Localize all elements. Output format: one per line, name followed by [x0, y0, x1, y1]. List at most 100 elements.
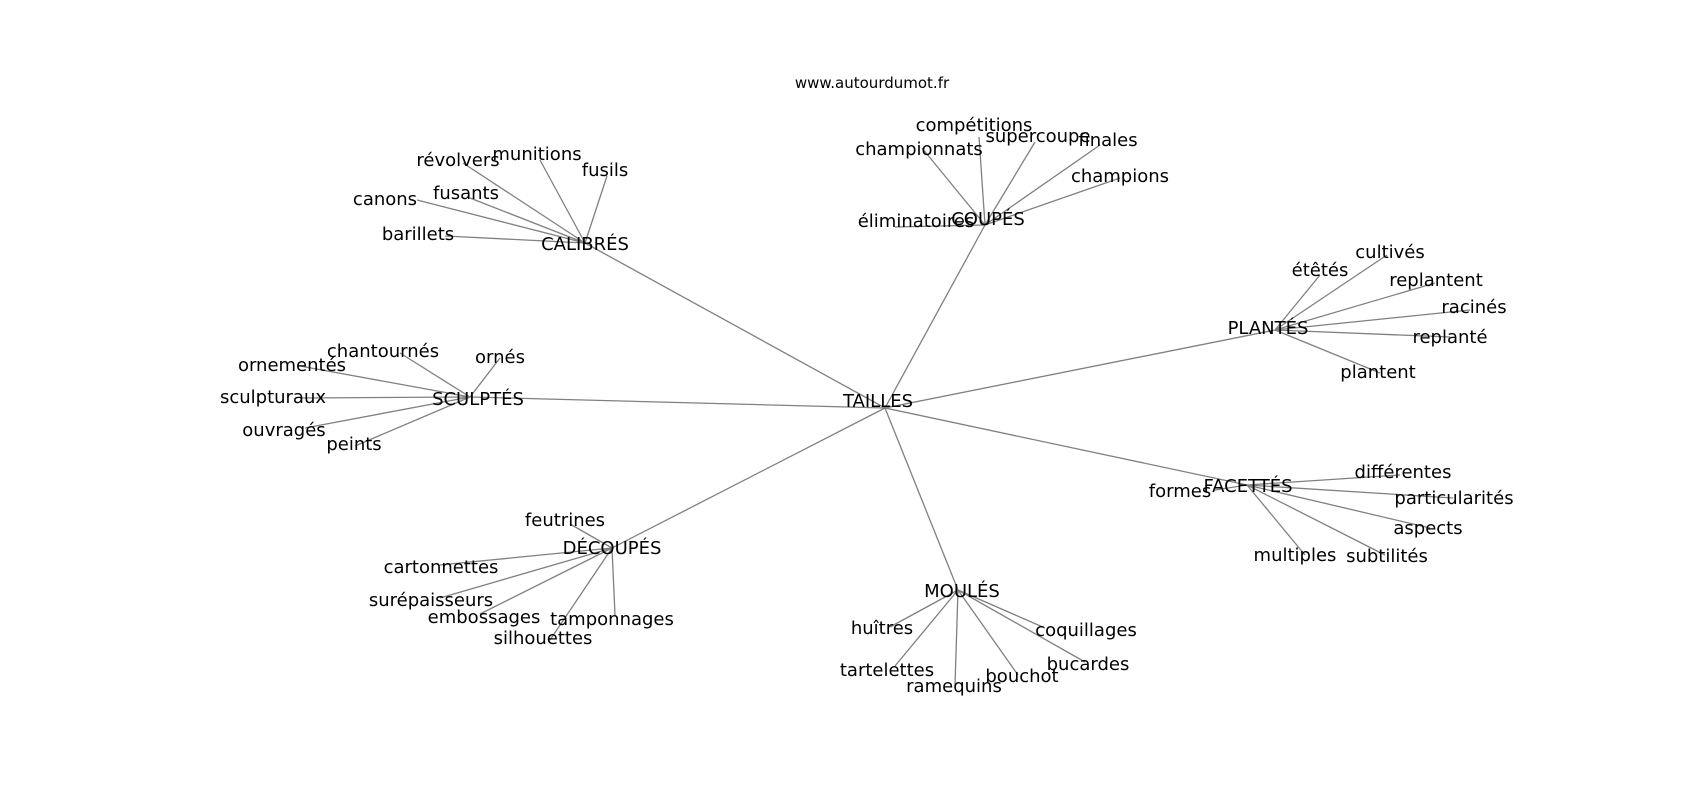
- edge-hub-leaf: [469, 357, 501, 398]
- hub-node-label: DÉCOUPÉS: [563, 537, 662, 559]
- edge-hub-leaf: [611, 547, 616, 616]
- edge-hub-leaf: [584, 175, 608, 244]
- edge-hub-leaf: [1274, 329, 1381, 374]
- edge-hub-leaf: [1274, 309, 1471, 331]
- edge-hub-leaf: [1274, 329, 1451, 338]
- leaf-node-label: ornés: [475, 347, 525, 368]
- hub-node-label: SCULPTÉS: [432, 388, 524, 410]
- leaf-node-label: bouchot: [985, 666, 1058, 687]
- leaf-node-label: munitions: [492, 144, 581, 165]
- edge-hub-leaf: [894, 224, 986, 228]
- edge-hub-leaf: [304, 396, 471, 429]
- leaf-node-label: aspects: [1393, 518, 1462, 539]
- leaf-node-label: surépaisseurs: [369, 590, 493, 611]
- edge-hub-leaf: [399, 352, 471, 398]
- edge-hub-leaf: [1246, 474, 1401, 486]
- edge-hub-leaf: [894, 589, 959, 667]
- edge-hub-leaf: [569, 523, 613, 549]
- edge-center-hub: [884, 407, 959, 591]
- leaf-node-label: tamponnages: [550, 609, 674, 630]
- leaf-node-label: finales: [1078, 130, 1137, 151]
- edge-hub-leaf: [1214, 484, 1248, 491]
- leaf-node-label: embossages: [428, 607, 541, 628]
- edge-hub-leaf: [1246, 484, 1454, 499]
- edge-hub-leaf: [539, 159, 586, 244]
- leaf-node-label: canons: [353, 189, 417, 210]
- leaf-node-label: huîtres: [851, 618, 913, 639]
- leaf-node-label: étêtés: [1292, 260, 1349, 281]
- hub-node-label: CALIBRÉS: [541, 233, 629, 255]
- hub-node-label: FACETTÉS: [1203, 475, 1292, 497]
- leaf-node-label: ouvragés: [242, 420, 325, 441]
- leaf-node-label: chantournés: [327, 341, 439, 362]
- edge-hub-leaf: [479, 547, 613, 615]
- leaf-node-label: racinés: [1441, 297, 1506, 318]
- leaf-node-label: ramequins: [906, 676, 1002, 697]
- leaf-node-label: peints: [326, 434, 381, 455]
- edge-hub-leaf: [957, 589, 1046, 629]
- leaf-node-label: coquillages: [1035, 620, 1137, 641]
- center-node-label: TAILLES: [842, 391, 913, 412]
- edge-hub-leaf: [354, 396, 471, 447]
- edge-hub-leaf: [984, 177, 1121, 226]
- leaf-node-label: plantent: [1340, 362, 1415, 383]
- edge-hub-leaf: [1274, 254, 1388, 331]
- leaf-node-label: cartonnettes: [384, 557, 499, 578]
- edge-hub-leaf: [469, 197, 586, 244]
- edge-hub-leaf: [984, 144, 1101, 226]
- edge-center-hub: [584, 242, 886, 409]
- hub-node-label: MOULÉS: [924, 580, 1000, 602]
- leaf-node-label: silhouettes: [494, 628, 593, 649]
- leaf-node-label: particularités: [1394, 488, 1513, 509]
- edge-hub-leaf: [444, 235, 586, 244]
- edge-hub-leaf: [1246, 484, 1431, 529]
- edge-hub-leaf: [984, 141, 1036, 226]
- leaf-node-label: compétitions: [916, 115, 1033, 136]
- leaf-node-label: formes: [1149, 481, 1211, 502]
- edge-hub-leaf: [416, 199, 586, 244]
- leaf-node-label: ornementés: [238, 355, 346, 376]
- edge-center-hub: [884, 329, 1276, 409]
- leaf-node-label: sculpturaux: [220, 387, 326, 408]
- edge-hub-leaf: [439, 547, 613, 599]
- edge-hub-leaf: [299, 396, 471, 399]
- edge-center-hub: [469, 396, 886, 409]
- edge-center-hub: [611, 407, 886, 549]
- leaf-node-label: révolvers: [416, 150, 499, 171]
- leaf-node-label: fusils: [582, 160, 629, 181]
- edge-hub-leaf: [889, 589, 959, 628]
- edge-hub-leaf: [439, 547, 613, 566]
- edge-center-hub: [884, 224, 986, 409]
- leaf-node-label: cultivés: [1355, 242, 1424, 263]
- leaf-node-label: champions: [1071, 166, 1169, 187]
- edge-hub-leaf: [1274, 282, 1436, 331]
- leaf-node-label: subtilités: [1346, 546, 1428, 567]
- leaf-node-label: supercoupe: [985, 126, 1090, 147]
- leaf-node-label: multiples: [1254, 545, 1337, 566]
- edge-hub-leaf: [957, 589, 1019, 676]
- leaf-node-label: barillets: [382, 224, 454, 245]
- edge-hub-leaf: [299, 365, 471, 398]
- edge-hub-leaf: [921, 147, 986, 226]
- edge-hub-leaf: [549, 547, 613, 641]
- edge-hub-leaf: [978, 136, 986, 226]
- leaf-node-label: fusants: [433, 183, 499, 204]
- hub-node-label: PLANTÉS: [1228, 317, 1309, 339]
- edge-hub-leaf: [1274, 274, 1321, 331]
- graph-edges: [299, 136, 1471, 686]
- leaf-node-label: tartelettes: [840, 660, 934, 681]
- edge-hub-leaf: [957, 589, 1086, 663]
- leaf-node-label: feutrines: [525, 510, 605, 531]
- edge-hub-leaf: [462, 162, 586, 244]
- leaf-node-label: différentes: [1355, 462, 1452, 483]
- graph-labels: www.autourdumot.fr révolversmunitionsfus…: [220, 74, 1514, 697]
- leaf-node-label: bucardes: [1047, 654, 1130, 675]
- site-watermark: www.autourdumot.fr: [795, 74, 950, 92]
- leaf-node-label: replantent: [1389, 270, 1483, 291]
- edge-center-hub: [884, 407, 1248, 486]
- leaf-node-label: replanté: [1412, 327, 1487, 348]
- hub-node-label: COUPÉS: [951, 208, 1025, 230]
- leaf-node-label: éliminatoires: [858, 211, 975, 232]
- edge-hub-leaf: [954, 589, 959, 686]
